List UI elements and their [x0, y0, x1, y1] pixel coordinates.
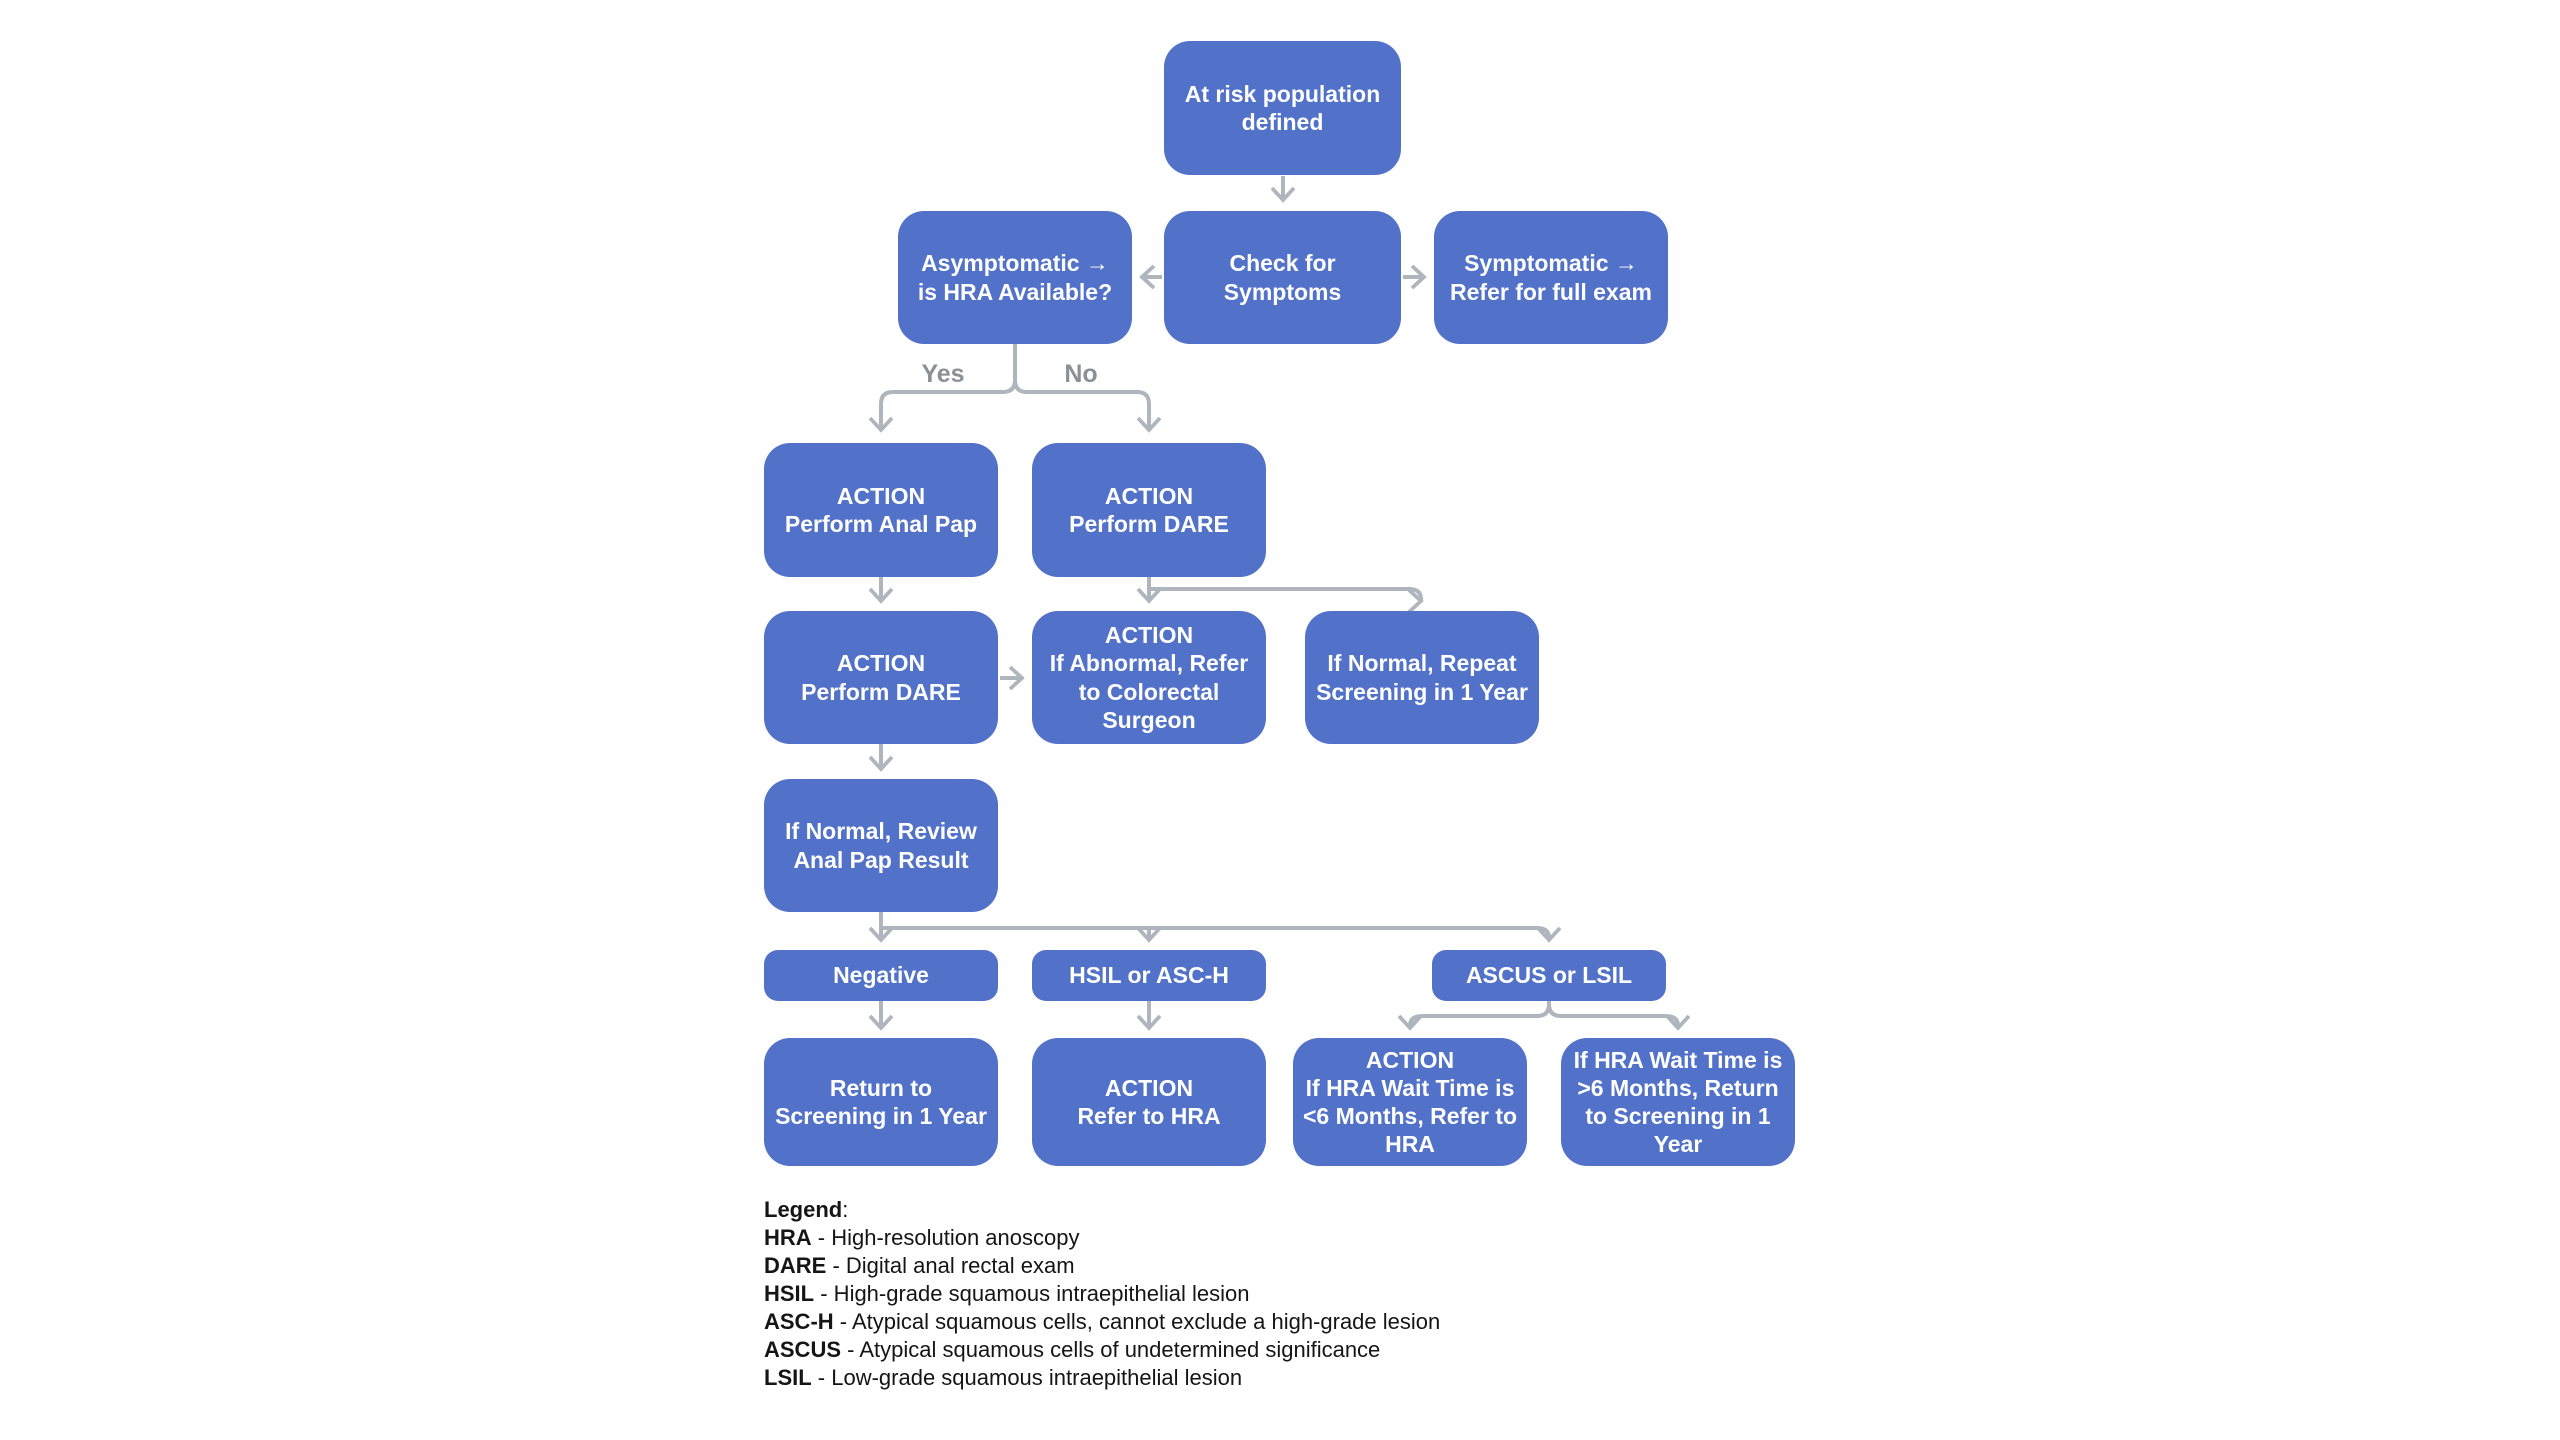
legend-entry-dare: DARE - Digital anal rectal exam: [764, 1253, 1075, 1278]
node-at-risk-population: At risk population defined: [1164, 41, 1401, 175]
node-action-perform-anal-pap: ACTION Perform Anal Pap: [764, 443, 998, 577]
node-action-abnormal-refer-colorectal: ACTION If Abnormal, Refer to Colorectal …: [1032, 611, 1266, 744]
legend-entry-hsil: HSIL - High-grade squamous intraepitheli…: [764, 1281, 1250, 1306]
node-normal-review-anal-pap-result: If Normal, Review Anal Pap Result: [764, 779, 998, 912]
legend-entry-asch: ASC-H - Atypical squamous cells, cannot …: [764, 1309, 1441, 1334]
legend-entry-lsil: LSIL - Low-grade squamous intraepithelia…: [764, 1365, 1243, 1390]
node-result-hsil-or-asch: HSIL or ASC-H: [1032, 950, 1266, 1001]
node-result-negative: Negative: [764, 950, 998, 1001]
branch-label-yes: Yes: [921, 360, 965, 388]
node-check-for-symptoms: Check for Symptoms: [1164, 211, 1401, 344]
legend-entry-ascus: ASCUS - Atypical squamous cells of undet…: [764, 1337, 1381, 1362]
node-action-perform-dare-no-branch: ACTION Perform DARE: [1032, 443, 1266, 577]
legend: Legend: HRA - High-resolution anoscopy D…: [764, 1196, 1440, 1392]
node-result-ascus-or-lsil: ASCUS or LSIL: [1432, 950, 1666, 1001]
branch-label-no: No: [1064, 360, 1098, 388]
node-action-refer-to-hra: ACTION Refer to HRA: [1032, 1038, 1266, 1166]
node-symptomatic-refer-full-exam: Symptomatic → Refer for full exam: [1434, 211, 1668, 344]
legend-title: Legend:: [764, 1197, 849, 1222]
node-normal-repeat-screening: If Normal, Repeat Screening in 1 Year: [1305, 611, 1539, 744]
node-asymptomatic-hra-available: Asymptomatic → is HRA Available?: [898, 211, 1132, 344]
node-hra-wait-over-6-months: If HRA Wait Time is >6 Months, Return to…: [1561, 1038, 1795, 1166]
legend-entry-hra: HRA - High-resolution anoscopy: [764, 1225, 1080, 1250]
node-action-hra-wait-under-6-months: ACTION If HRA Wait Time is <6 Months, Re…: [1293, 1038, 1527, 1166]
node-action-perform-dare-yes-branch: ACTION Perform DARE: [764, 611, 998, 744]
node-return-to-screening-1-year: Return to Screening in 1 Year: [764, 1038, 998, 1166]
